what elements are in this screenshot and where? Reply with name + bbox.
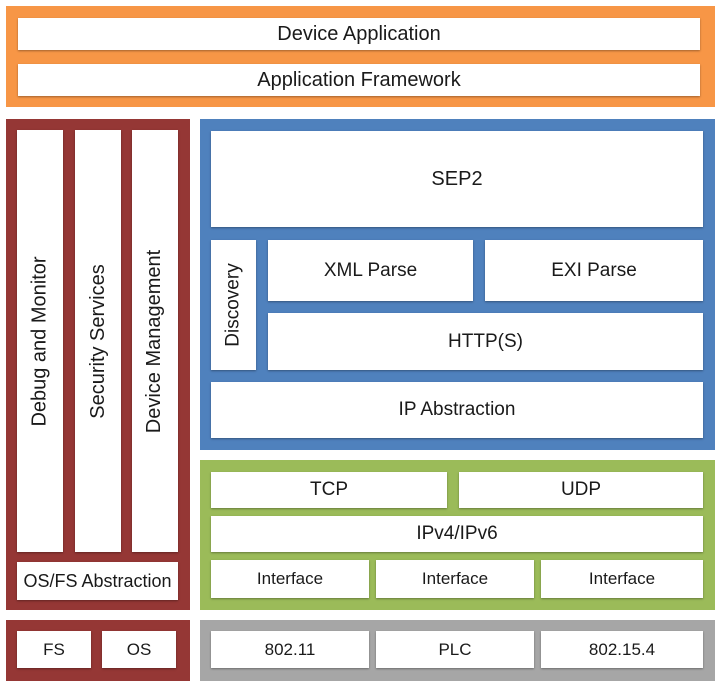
physical-group: 802.11 PLC 802.15.4 bbox=[200, 620, 715, 681]
ip-abstraction-box: IP Abstraction bbox=[211, 382, 703, 438]
link-802154-box: 802.15.4 bbox=[541, 631, 703, 668]
exi-parse-box: EXI Parse bbox=[485, 240, 703, 301]
interface-label: Interface bbox=[588, 569, 656, 588]
link-plc-box: PLC bbox=[376, 631, 534, 668]
xml-parse-label: XML Parse bbox=[323, 259, 418, 281]
device-application-box: Device Application bbox=[18, 18, 700, 50]
device-application-label: Device Application bbox=[277, 22, 441, 45]
tcp-box: TCP bbox=[211, 472, 447, 508]
os-label: OS bbox=[126, 639, 152, 659]
ip-abstraction-label: IP Abstraction bbox=[398, 399, 516, 420]
link-80211-box: 802.11 bbox=[211, 631, 369, 668]
application-framework-box: Application Framework bbox=[18, 64, 700, 96]
interface-label: Interface bbox=[256, 569, 324, 588]
device-management-label: Device Management bbox=[143, 249, 166, 433]
os-fs-abstraction-label: OS/FS Abstraction bbox=[23, 570, 172, 591]
sep2-stack-group: SEP2 Discovery XML Parse EXI Parse HTTP(… bbox=[200, 119, 715, 450]
ip-label: IPv4/IPv6 bbox=[416, 523, 498, 544]
interface-box: Interface bbox=[376, 560, 534, 598]
udp-box: UDP bbox=[459, 472, 703, 508]
link-label: 802.15.4 bbox=[588, 639, 656, 659]
platform-services-group: Debug and Monitor Security Services Devi… bbox=[6, 119, 190, 610]
fs-box: FS bbox=[17, 631, 91, 668]
interface-box: Interface bbox=[211, 560, 369, 598]
xml-parse-box: XML Parse bbox=[268, 240, 473, 301]
discovery-label: Discovery bbox=[222, 263, 244, 347]
debug-monitor-label: Debug and Monitor bbox=[28, 255, 51, 427]
link-label: 802.11 bbox=[264, 639, 316, 659]
os-fs-abstraction-box: OS/FS Abstraction bbox=[17, 562, 178, 600]
https-label: HTTP(S) bbox=[448, 330, 523, 352]
security-services-box: Security Services bbox=[75, 130, 121, 552]
device-management-box: Device Management bbox=[132, 130, 178, 552]
link-label: PLC bbox=[438, 639, 472, 659]
transport-group: TCP UDP IPv4/IPv6 Interface Interface In… bbox=[200, 460, 715, 610]
os-box: OS bbox=[102, 631, 176, 668]
discovery-box: Discovery bbox=[211, 240, 256, 370]
interface-label: Interface bbox=[421, 569, 489, 588]
interface-box: Interface bbox=[541, 560, 703, 598]
ip-box: IPv4/IPv6 bbox=[211, 516, 703, 552]
exi-parse-label: EXI Parse bbox=[551, 259, 637, 281]
https-box: HTTP(S) bbox=[268, 313, 703, 370]
security-services-label: Security Services bbox=[86, 263, 109, 419]
application-layer-group: Device Application Application Framework bbox=[6, 6, 715, 107]
fs-label: FS bbox=[43, 639, 65, 659]
sep2-box: SEP2 bbox=[211, 131, 703, 227]
debug-monitor-box: Debug and Monitor bbox=[17, 130, 63, 552]
sep2-label: SEP2 bbox=[431, 167, 483, 190]
udp-label: UDP bbox=[560, 479, 602, 500]
platform-base-group: FS OS bbox=[6, 620, 190, 681]
application-framework-label: Application Framework bbox=[257, 68, 461, 91]
tcp-label: TCP bbox=[310, 479, 348, 500]
